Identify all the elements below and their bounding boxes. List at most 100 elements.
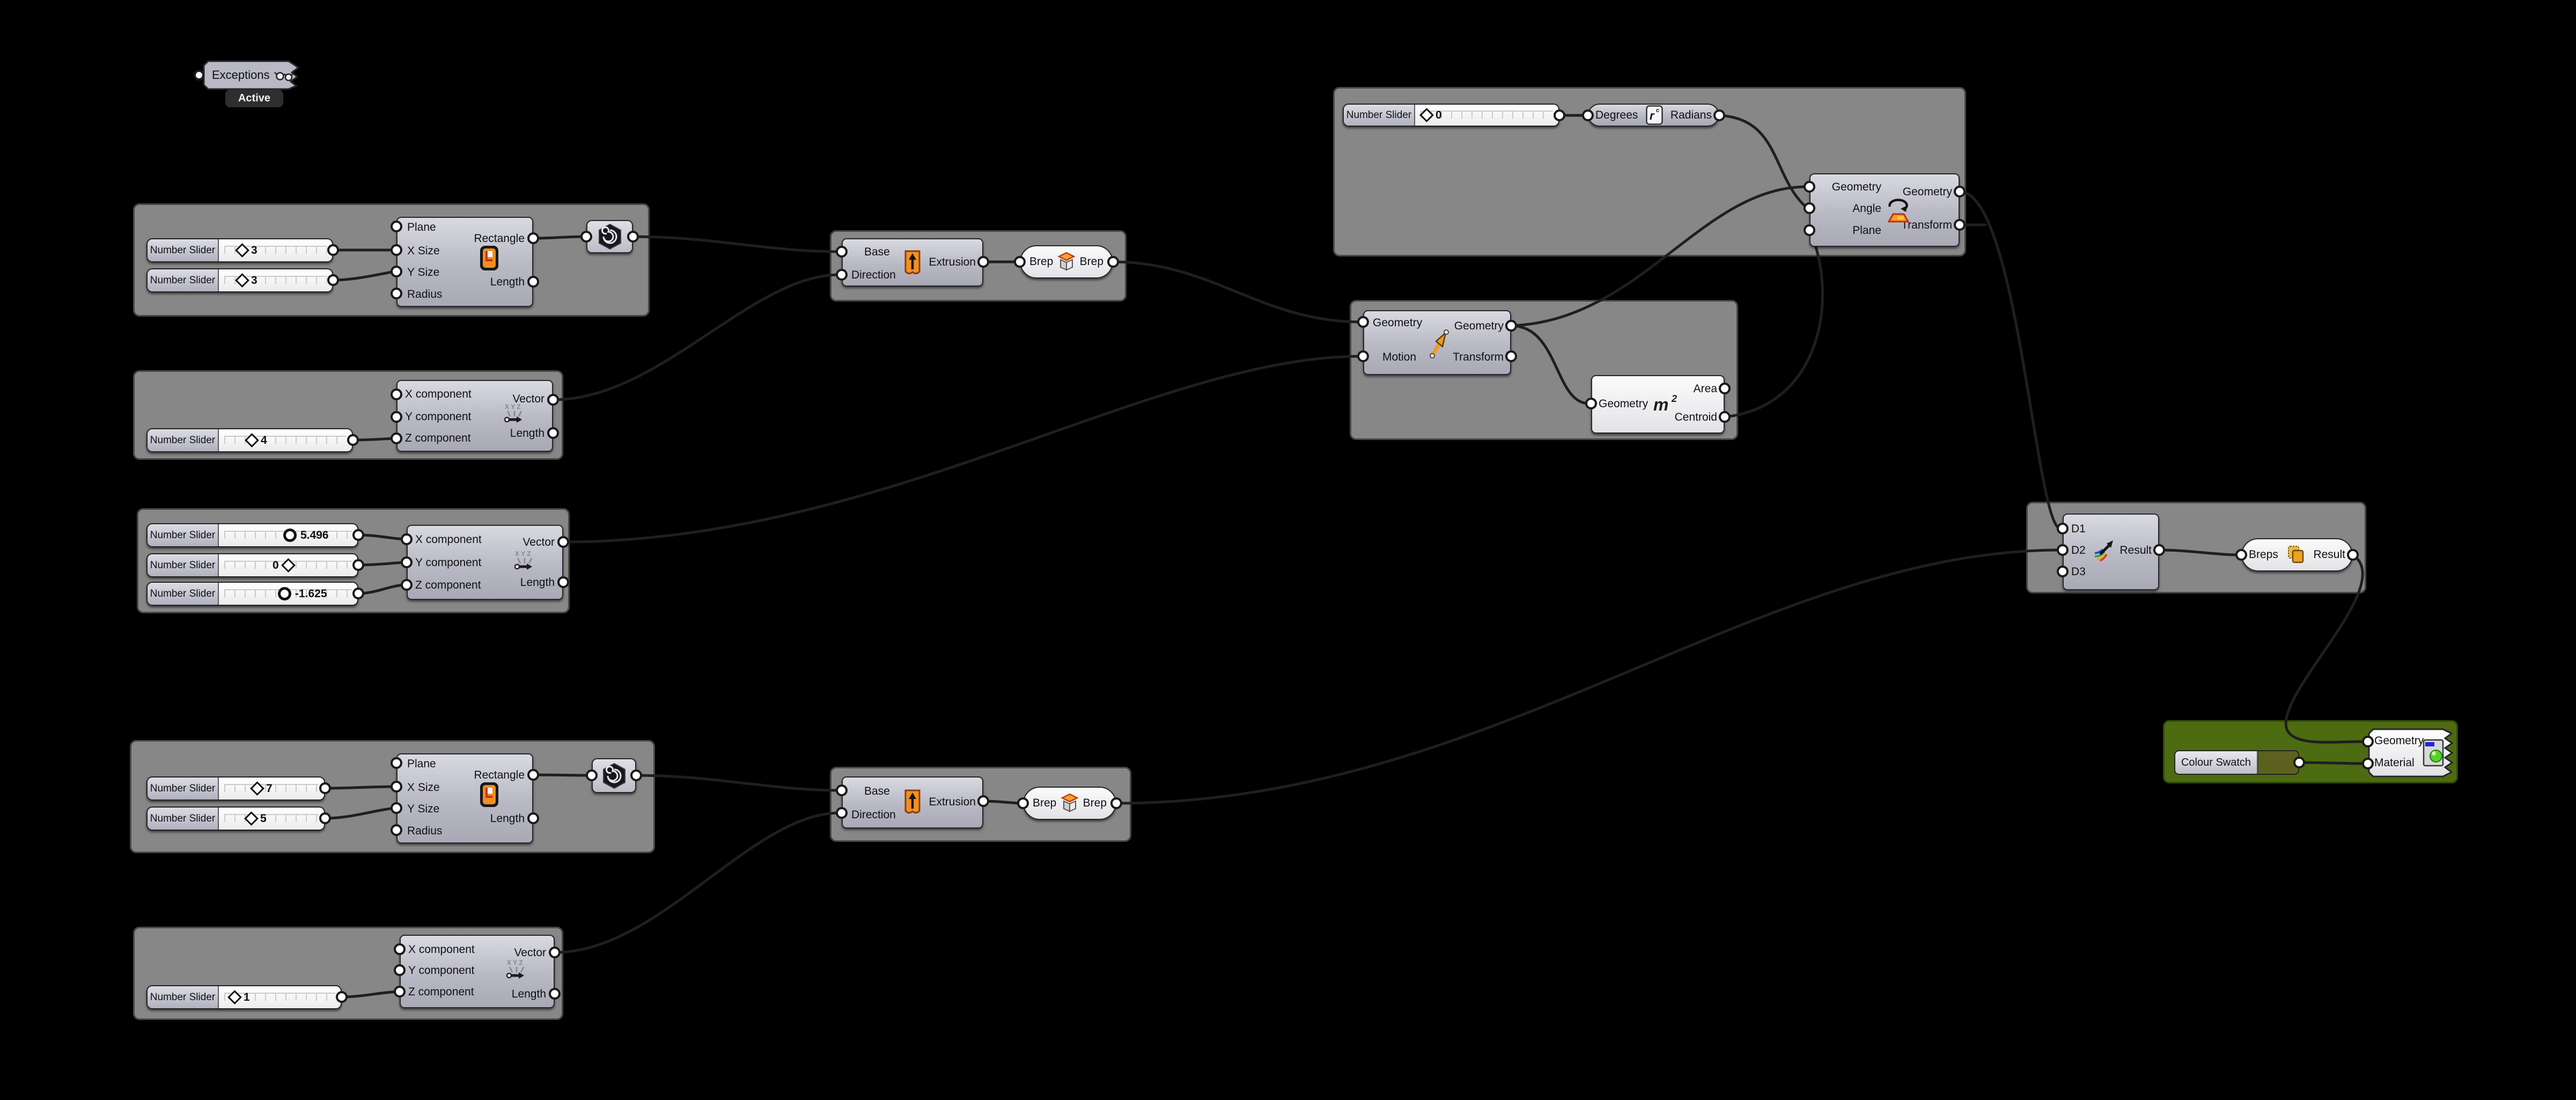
colour-swatch-color[interactable] bbox=[2258, 751, 2298, 774]
number-slider[interactable]: Number Slider 4 bbox=[146, 428, 353, 452]
number-slider[interactable]: Number Slider 0 bbox=[146, 553, 358, 577]
slider-track[interactable]: 0 bbox=[219, 554, 357, 576]
slider-track[interactable]: 5.496 bbox=[219, 524, 357, 546]
extrusion-component[interactable]: Base Direction Extrusion bbox=[842, 238, 983, 287]
port[interactable] bbox=[401, 579, 413, 591]
port[interactable] bbox=[394, 986, 406, 998]
rectangle-component[interactable]: Plane X Size Y Size Radius Rectangle Len… bbox=[396, 753, 533, 844]
port[interactable] bbox=[627, 231, 639, 243]
vector-xyz-component[interactable]: X component Y component Z component Vect… bbox=[407, 525, 563, 600]
port[interactable] bbox=[391, 244, 402, 256]
port[interactable] bbox=[977, 256, 989, 268]
port[interactable] bbox=[549, 947, 561, 958]
custom-preview-component[interactable]: Geometry Material bbox=[2368, 728, 2455, 778]
move-component[interactable]: Geometry Motion Geometry Transform bbox=[1363, 310, 1511, 375]
port[interactable] bbox=[1505, 350, 1517, 362]
port[interactable] bbox=[1719, 411, 1731, 423]
slider-track[interactable]: 7 bbox=[219, 778, 324, 800]
port[interactable] bbox=[352, 588, 364, 599]
port[interactable] bbox=[2362, 736, 2374, 747]
port[interactable] bbox=[1585, 398, 1597, 409]
port[interactable] bbox=[319, 782, 331, 794]
port[interactable] bbox=[1713, 109, 1725, 121]
merge-component[interactable]: D1 D2 D3 Result bbox=[2063, 514, 2159, 590]
port[interactable] bbox=[391, 266, 402, 277]
rectangle-component[interactable]: Plane X Size Y Size Radius Rectangle Len… bbox=[396, 217, 533, 307]
port[interactable] bbox=[2362, 758, 2374, 769]
port[interactable] bbox=[1357, 350, 1369, 362]
slider-track[interactable]: 5 bbox=[219, 808, 324, 830]
number-slider[interactable]: Number Slider 1 bbox=[146, 985, 342, 1009]
port[interactable] bbox=[1804, 202, 1815, 214]
port[interactable] bbox=[2057, 544, 2069, 556]
port[interactable] bbox=[336, 991, 348, 1003]
rotate-component[interactable]: Geometry Angle Plane Geometry Transform bbox=[1809, 173, 1960, 247]
port[interactable] bbox=[2057, 566, 2069, 577]
port[interactable] bbox=[836, 246, 848, 258]
port[interactable] bbox=[2153, 544, 2165, 556]
port[interactable] bbox=[1357, 316, 1369, 328]
slider-track[interactable]: 3 bbox=[219, 269, 332, 291]
slider-track[interactable]: 1 bbox=[219, 986, 341, 1008]
port[interactable] bbox=[391, 781, 402, 793]
slider-track[interactable]: 4 bbox=[219, 429, 352, 451]
slider-track[interactable]: 0 bbox=[1415, 105, 1558, 126]
slider-grip[interactable] bbox=[283, 529, 297, 542]
port[interactable] bbox=[2057, 523, 2069, 534]
port[interactable] bbox=[1554, 109, 1565, 121]
port[interactable] bbox=[527, 812, 539, 824]
port[interactable] bbox=[836, 807, 848, 819]
port[interactable] bbox=[352, 559, 364, 571]
port[interactable] bbox=[394, 964, 406, 976]
port[interactable] bbox=[1582, 109, 1594, 121]
port[interactable] bbox=[401, 533, 413, 545]
port[interactable] bbox=[1804, 181, 1815, 193]
port[interactable] bbox=[391, 824, 402, 836]
port[interactable] bbox=[194, 70, 204, 80]
port[interactable] bbox=[327, 244, 339, 256]
number-slider[interactable]: Number Slider 0 bbox=[1343, 104, 1559, 127]
port[interactable] bbox=[391, 288, 402, 299]
port[interactable] bbox=[391, 802, 402, 814]
port[interactable] bbox=[1719, 383, 1731, 394]
port[interactable] bbox=[391, 388, 402, 400]
port[interactable] bbox=[1017, 797, 1029, 809]
colour-swatch[interactable]: Colour Swatch bbox=[2174, 750, 2299, 775]
port[interactable] bbox=[1954, 186, 1966, 197]
vector-xyz-component[interactable]: X component Y component Z component Vect… bbox=[396, 380, 553, 452]
slider-track[interactable]: -1.625 bbox=[219, 583, 357, 605]
slider-grip[interactable] bbox=[278, 587, 291, 600]
port[interactable] bbox=[352, 529, 364, 541]
port[interactable] bbox=[630, 769, 642, 781]
port[interactable] bbox=[2235, 549, 2247, 561]
port[interactable] bbox=[1954, 219, 1966, 231]
port[interactable] bbox=[527, 232, 539, 244]
port[interactable] bbox=[836, 269, 848, 281]
port[interactable] bbox=[1107, 256, 1119, 268]
port[interactable] bbox=[391, 432, 402, 444]
port[interactable] bbox=[557, 576, 569, 588]
port[interactable] bbox=[2293, 757, 2305, 768]
port[interactable] bbox=[347, 434, 359, 446]
curve-param[interactable] bbox=[592, 758, 636, 793]
port[interactable] bbox=[327, 274, 339, 286]
port[interactable] bbox=[394, 943, 406, 955]
port[interactable] bbox=[401, 556, 413, 568]
number-slider[interactable]: Number Slider 7 bbox=[146, 776, 325, 801]
number-slider[interactable]: Number Slider 5.496 bbox=[146, 523, 358, 547]
number-slider[interactable]: Number Slider 3 bbox=[146, 268, 333, 292]
port[interactable] bbox=[580, 231, 592, 243]
port[interactable] bbox=[319, 812, 331, 824]
port[interactable] bbox=[527, 276, 539, 288]
port[interactable] bbox=[391, 411, 402, 423]
port[interactable] bbox=[391, 757, 402, 769]
port[interactable] bbox=[836, 784, 848, 796]
slider-track[interactable]: 3 bbox=[219, 239, 332, 261]
radians-component[interactable]: Degrees r c Radians bbox=[1588, 104, 1719, 127]
port[interactable] bbox=[586, 769, 598, 781]
port[interactable] bbox=[1110, 797, 1122, 809]
number-slider[interactable]: Number Slider 3 bbox=[146, 238, 333, 262]
port[interactable] bbox=[1804, 224, 1815, 236]
port[interactable] bbox=[1014, 256, 1026, 268]
